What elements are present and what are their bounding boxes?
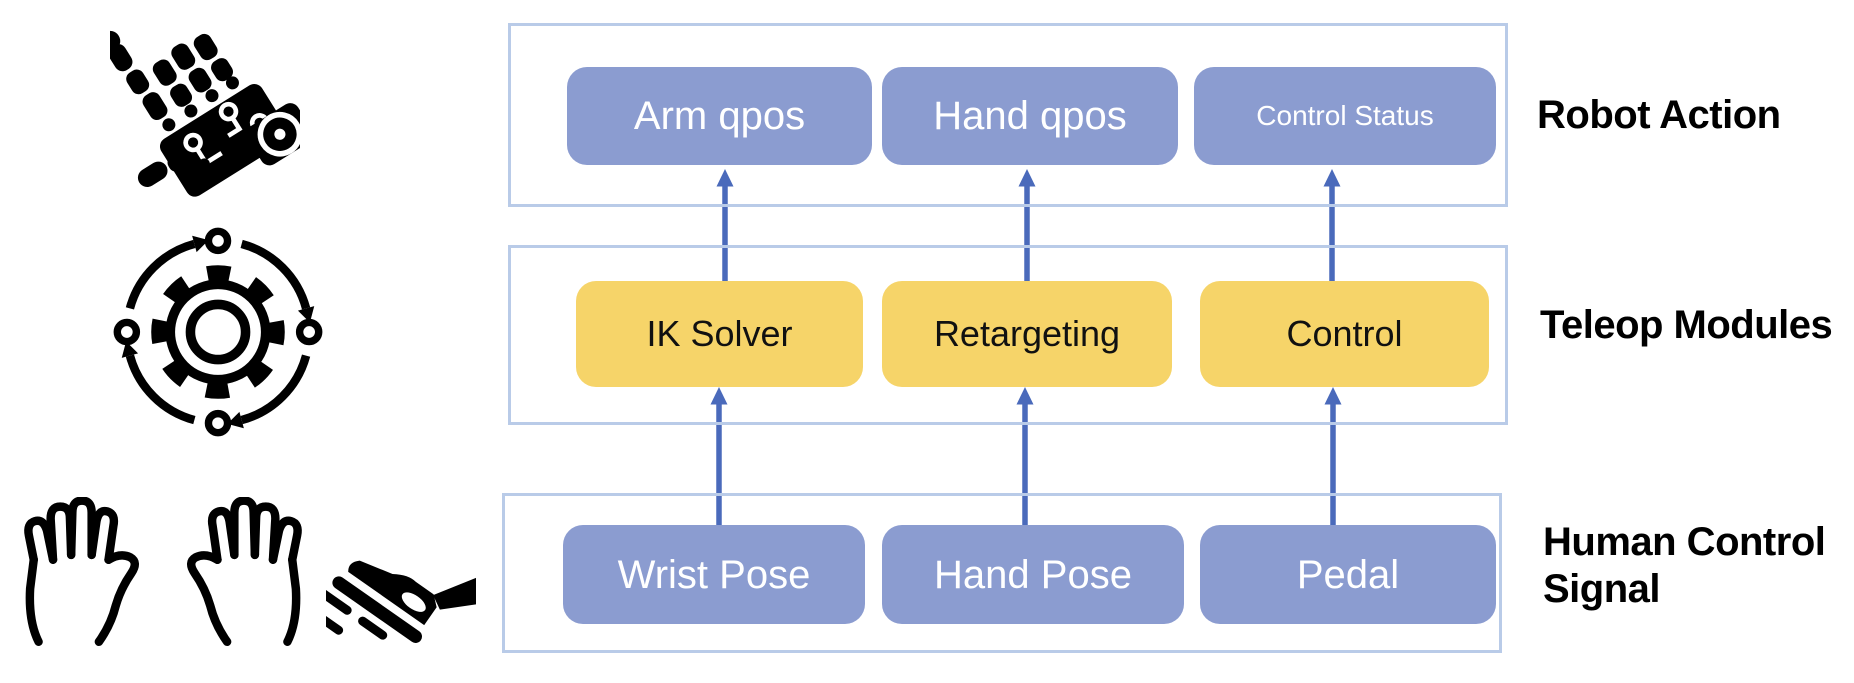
pedal-box: Pedal: [1200, 525, 1496, 624]
robot-action-label: Robot Action: [1537, 93, 1781, 137]
gear-sync-icon: [112, 226, 324, 438]
arrow-up-icon: [1323, 169, 1341, 282]
open-hand-right-icon: [180, 497, 308, 649]
wrist-pose-box: Wrist Pose: [563, 525, 865, 624]
open-hand-left-icon: [18, 497, 146, 649]
human-control-signal-container: [502, 493, 1502, 653]
foot-pedal-icon: [326, 524, 476, 672]
teleop-modules-label: Teleop Modules: [1540, 303, 1833, 347]
arrow-up-icon: [716, 169, 734, 282]
robot-hand-icon: [110, 8, 300, 203]
hand-qpos-box: Hand qpos: [882, 67, 1178, 165]
retargeting-box: Retargeting: [882, 281, 1172, 387]
control-status-box: Control Status: [1194, 67, 1496, 165]
robot-action-container: [508, 23, 1508, 207]
teleop-modules-container: [508, 245, 1508, 425]
hand-pose-box: Hand Pose: [882, 525, 1184, 624]
arm-qpos-box: Arm qpos: [567, 67, 872, 165]
arrow-up-icon: [1018, 169, 1036, 282]
ik-solver-box: IK Solver: [576, 281, 863, 387]
control-box: Control: [1200, 281, 1489, 387]
human-control-signal-label: Human Control Signal: [1543, 520, 1826, 611]
